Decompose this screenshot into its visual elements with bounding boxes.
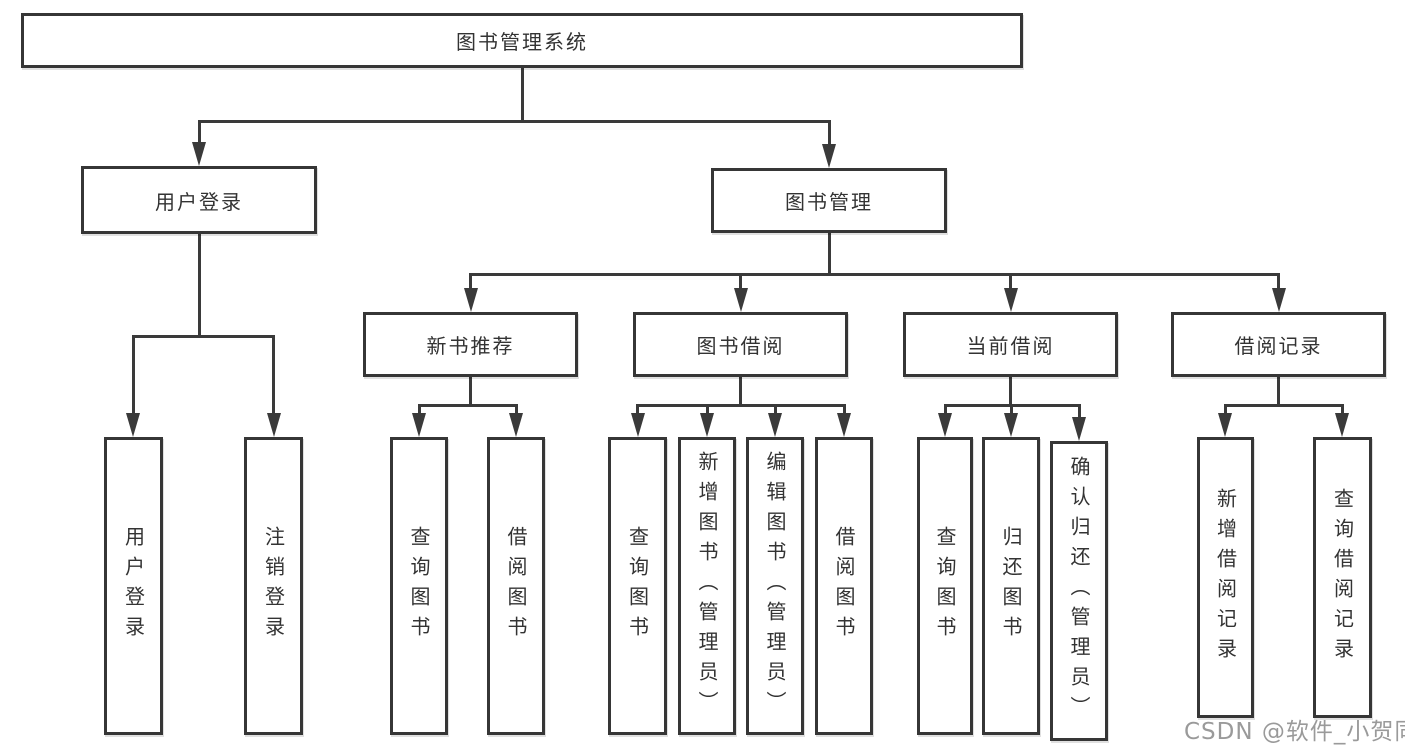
connector-line [418,404,421,415]
arrow-down-icon [700,413,714,437]
node-user-login: 用户登录 [81,166,317,234]
connector-line [198,234,201,337]
leaf-confirm-return-admin: 确认归还（管理员） [1050,441,1108,741]
node-book-management: 图书管理 [711,168,947,233]
connector-line [1224,404,1227,415]
leaf-add-borrow-record: 新增借阅记录 [1197,437,1254,718]
connector-line [198,120,831,123]
connector-line [521,68,524,120]
connector-line [774,404,777,415]
arrow-down-icon [837,413,851,437]
connector-line [418,404,518,407]
arrow-down-icon [1072,417,1086,441]
arrow-down-icon [1218,413,1232,437]
node-root: 图书管理系统 [21,13,1023,68]
connector-line [843,404,846,415]
connector-line [132,335,274,338]
connector-line [1277,273,1280,290]
leaf-query-books-current: 查询图书 [917,437,973,735]
connector-line [636,404,845,407]
node-current-borrow: 当前借阅 [903,312,1118,377]
leaf-logout: 注销登录 [244,437,303,735]
connector-line [1224,404,1344,407]
arrow-down-icon [1272,288,1286,312]
arrow-down-icon [412,413,426,437]
connector-line [1078,404,1081,419]
connector-line [828,233,831,275]
arrow-down-icon [822,144,836,168]
arrow-down-icon [192,142,206,166]
connector-line [198,120,201,146]
connector-line [1009,273,1012,290]
watermark-text: CSDN @软件_小贺同学 [1184,719,1405,745]
arrow-down-icon [768,413,782,437]
connector-line [636,404,639,415]
node-new-book-recommend: 新书推荐 [363,312,578,377]
arrow-down-icon [464,288,478,312]
connector-line [272,335,275,417]
connector-line [944,404,947,415]
leaf-query-books-recommend: 查询图书 [390,437,448,735]
connector-line [469,273,472,290]
connector-line [469,273,1280,276]
connector-line [1277,377,1280,406]
arrow-down-icon [1335,413,1349,437]
connector-line [1010,404,1013,415]
connector-line [1341,404,1344,415]
leaf-query-books-borrow: 查询图书 [608,437,667,735]
connector-line [1009,377,1012,406]
leaf-borrow-books: 借阅图书 [815,437,873,735]
arrow-down-icon [267,413,281,437]
connector-line [828,120,831,146]
connector-line [706,404,709,415]
arrow-down-icon [509,413,523,437]
arrow-down-icon [734,288,748,312]
leaf-edit-books-admin: 编辑图书（管理员） [746,437,804,735]
connector-line [739,377,742,406]
connector-line [515,404,518,415]
connector-line [132,335,135,417]
leaf-borrow-books-recommend: 借阅图书 [487,437,545,735]
leaf-add-books-admin: 新增图书（管理员） [678,437,736,735]
arrow-down-icon [1004,288,1018,312]
leaf-return-books: 归还图书 [982,437,1040,735]
node-borrow-records: 借阅记录 [1171,312,1386,377]
leaf-user-login: 用户登录 [104,437,163,735]
connector-line [469,377,472,406]
node-book-borrow: 图书借阅 [633,312,848,377]
arrow-down-icon [1004,413,1018,437]
arrow-down-icon [938,413,952,437]
arrow-down-icon [126,413,140,437]
arrow-down-icon [631,413,645,437]
leaf-query-borrow-record: 查询借阅记录 [1313,437,1372,718]
connector-line [739,273,742,290]
